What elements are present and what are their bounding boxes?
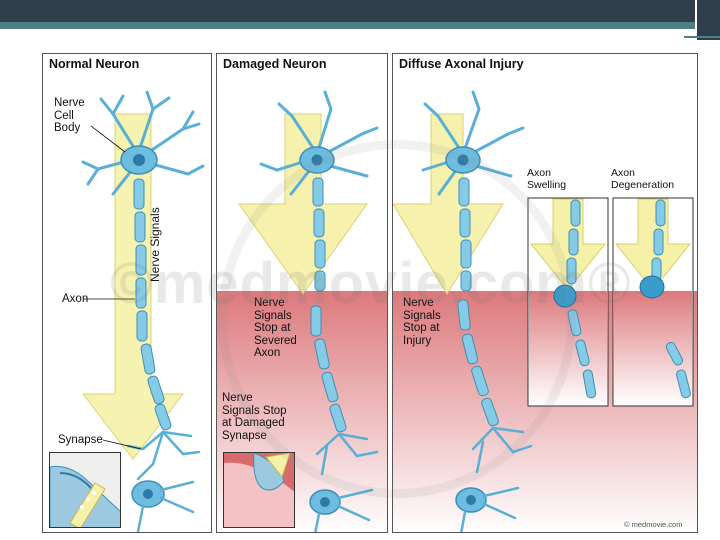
slide-header-accent	[0, 22, 720, 29]
cell-body-label: Nerve Cell Body	[54, 97, 85, 135]
axon-degeneration-label: Axon Degeneration	[611, 168, 674, 191]
credit-text: © medmovie.com	[624, 520, 682, 529]
synapse-label: Synapse	[58, 434, 103, 447]
watermark-text: ©medmovie.com®	[110, 250, 632, 317]
damaged-synapse-detail-icon	[223, 452, 295, 528]
axon-swelling-label: Axon Swelling	[527, 168, 566, 191]
slide-corner-line	[684, 36, 720, 38]
damaged-neuron-title: Damaged Neuron	[223, 57, 327, 71]
slide-header-bar	[0, 0, 720, 22]
synapse-detail-icon	[49, 452, 121, 528]
diffuse-injury-title: Diffuse Axonal Injury	[399, 57, 524, 71]
normal-neuron-title: Normal Neuron	[49, 57, 139, 71]
watermark-circle	[218, 140, 576, 498]
axon-label: Axon	[62, 293, 88, 306]
slide-corner-decoration	[695, 0, 720, 40]
